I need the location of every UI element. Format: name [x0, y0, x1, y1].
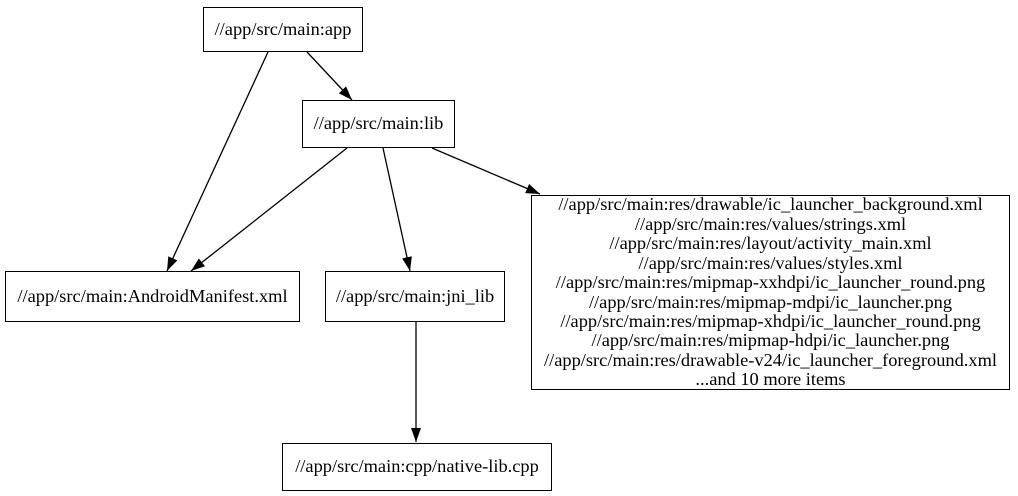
node-native-lib-cpp: //app/src/main:cpp/native-lib.cpp: [282, 443, 552, 491]
node-android-manifest: //app/src/main:AndroidManifest.xml: [5, 271, 300, 322]
node-label-line: //app/src/main:res/mipmap-xxhdpi/ic_laun…: [555, 272, 986, 293]
node-label-line: //app/src/main:res/mipmap-mdpi/ic_launch…: [588, 291, 953, 312]
node-lib: //app/src/main:lib: [302, 100, 455, 148]
node-label-line: //app/src/main:res/values/strings.xml: [634, 213, 907, 234]
node-label-line: ...and 10 more items: [695, 369, 846, 390]
node-label-line: //app/src/main:res/mipmap-hdpi/ic_launch…: [591, 330, 950, 351]
node-jni-lib: //app/src/main:jni_lib: [325, 271, 505, 322]
node-label: //app/src/main:cpp/native-lib.cpp: [295, 456, 539, 477]
node-label-line: //app/src/main:res/layout/activity_main.…: [609, 233, 932, 254]
edge-lib-to-resources-group: [431, 147, 541, 195]
node-label-line: //app/src/main:res/drawable-v24/ic_launc…: [544, 349, 997, 370]
edge-lib-to-android-manifest: [190, 147, 348, 272]
node-label-line: //app/src/main:res/mipmap-xhdpi/ic_launc…: [560, 310, 981, 331]
node-label: //app/src/main:AndroidManifest.xml: [17, 285, 288, 306]
node-app: //app/src/main:app: [203, 7, 363, 52]
edge-app-to-lib: [306, 51, 353, 101]
edge-lib-to-jni-lib: [382, 147, 412, 272]
edge-app-to-android-manifest: [166, 51, 269, 272]
node-label: //app/src/main:lib: [313, 113, 444, 134]
node-label: //app/src/main:jni_lib: [335, 285, 495, 306]
node-label-line: //app/src/main:res/drawable/ic_launcher_…: [558, 194, 983, 215]
node-resources-group: //app/src/main:res/drawable/ic_launcher_…: [531, 195, 1010, 390]
node-label-line: //app/src/main:res/values/styles.xml: [638, 252, 903, 273]
node-label: //app/src/main:app: [214, 18, 352, 39]
